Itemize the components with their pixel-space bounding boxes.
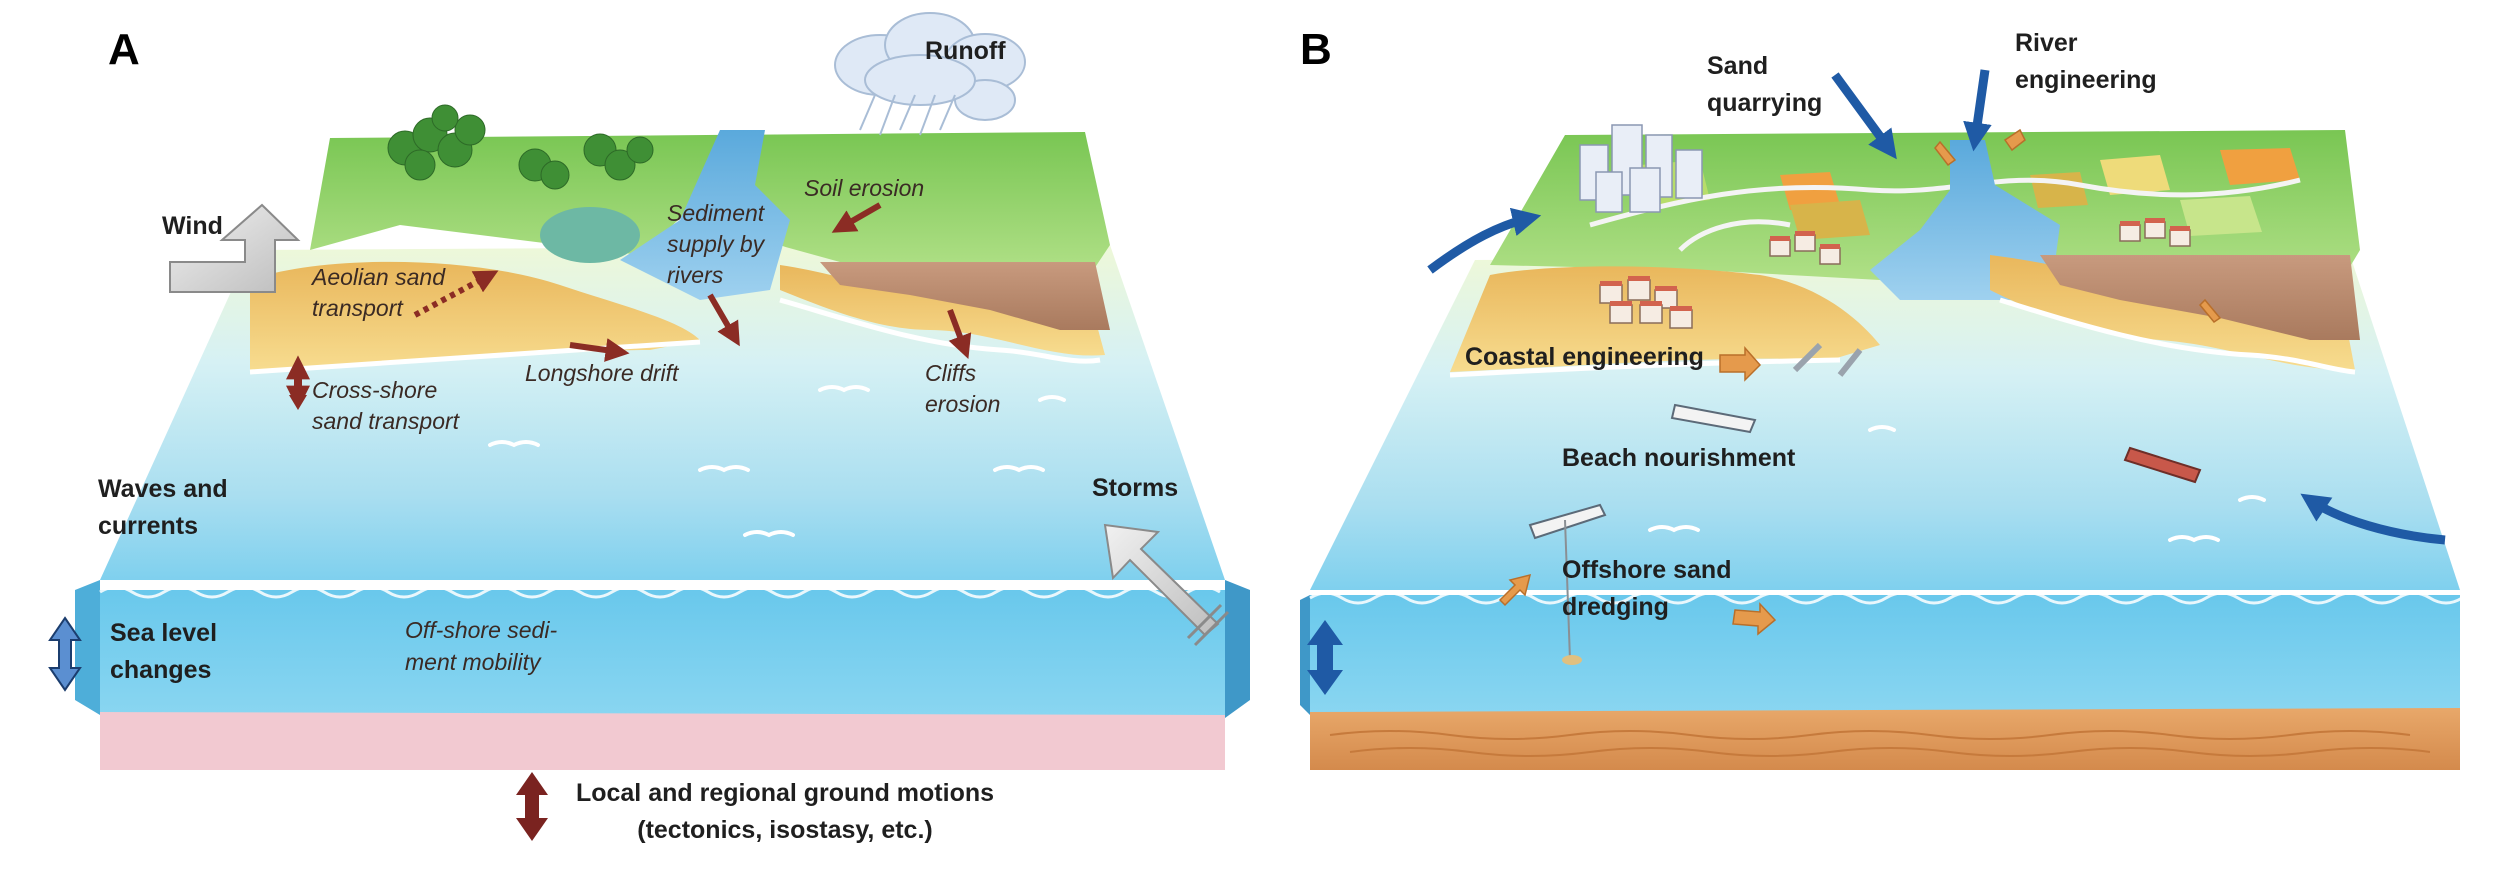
river-engineering-label-2: engineering: [2015, 66, 2157, 94]
aeolian-label-2: transport: [312, 295, 403, 321]
panel-b-letter: B: [1300, 25, 1332, 74]
dredge-pipe-icon: [1564, 519, 1571, 661]
wave-line-a: [99, 585, 1221, 599]
flow-arrows-b: [1427, 69, 2446, 545]
offshore-label-1: Off-shore sedi-: [405, 617, 558, 643]
beach-left-a: [250, 261, 700, 370]
aeolian-label-1: Aeolian sand: [312, 264, 445, 290]
wind-arrow-icon: [169, 203, 301, 293]
storm-arrow-icon: [1103, 523, 1220, 637]
ship-icon: [1528, 403, 1757, 540]
seabed-b: [1310, 708, 2460, 770]
storms-label: Storms: [1092, 474, 1179, 502]
sediment-supply-label-3: rivers: [667, 262, 724, 288]
sea-level-label-2: changes: [110, 656, 212, 684]
ground-motion-arrow-icon: [516, 772, 548, 841]
panel-a-letter: A: [108, 25, 140, 74]
wetland-a: [540, 207, 640, 263]
sea-side-left-b: [1300, 595, 1310, 715]
wind-label: Wind: [162, 212, 223, 240]
coastal-engineering-label: Coastal engineering: [1465, 343, 1704, 371]
cross-shore-label-2: sand transport: [312, 408, 460, 434]
double-arrow-icon: [1307, 620, 1343, 695]
sea-side-left-a: [75, 580, 100, 715]
runoff-label: Runoff: [925, 37, 1006, 65]
offshore-dredging-label-2: dredging: [1562, 593, 1669, 621]
beach-left-b: [1450, 266, 1880, 372]
panel-a: [48, 12, 1250, 841]
ground-motion-label-1: Local and regional ground motions: [575, 779, 995, 807]
cliff-a: [820, 262, 1110, 330]
beach-nourishment-label: Beach nourishment: [1562, 444, 1796, 472]
soil-erosion-label: Soil erosion: [804, 175, 925, 201]
sand-quarrying-label-1: Sand: [1707, 52, 1769, 80]
town-icon: [1599, 221, 2191, 329]
river-engineering-label-1: River: [2015, 29, 2078, 57]
sea-side-right-a: [1225, 580, 1250, 718]
tanker-icon: [2123, 446, 2202, 484]
ground-motion-label-2: (tectonics, isostasy, etc.): [637, 816, 933, 844]
wave-crests-b: [1648, 425, 2266, 543]
sediment-supply-label-1: Sediment: [667, 200, 765, 226]
deep-sea-a: [100, 590, 1225, 718]
surf-line-b: [1449, 297, 2356, 378]
groynes-b: [1792, 342, 1863, 377]
offshore-dredging-label-1: Offshore sand: [1562, 556, 1732, 584]
dredge-plume-icon: [1562, 655, 1582, 665]
seabed-a: [100, 712, 1225, 770]
city-icon: [1579, 124, 1703, 213]
human-arrows-b: [1498, 128, 2222, 636]
cross-shore-label-1: Cross-shore: [312, 377, 438, 403]
waves-label-1: Waves and: [98, 475, 228, 503]
wave-crests-a: [488, 385, 1066, 538]
offshore-label-2: ment mobility: [405, 649, 541, 675]
cliffs-label-1: Cliffs: [925, 360, 977, 386]
cliffs-label-2: erosion: [925, 391, 1001, 417]
panel-b: [1300, 69, 2463, 770]
land-a: [310, 132, 1110, 290]
tree-icon: [387, 104, 654, 190]
sea-level-label-1: Sea level: [110, 619, 218, 647]
river-a: [620, 130, 790, 300]
double-arrow-icon: [48, 616, 82, 692]
longshore-label: Longshore drift: [525, 360, 679, 386]
deep-sea-b: [1310, 595, 2460, 715]
sand-quarrying-label-2: quarrying: [1707, 89, 1823, 117]
roofs-b: [1600, 218, 2190, 311]
storm-stripes: [1186, 603, 1230, 647]
cross-shore-arrow-icon: [289, 360, 307, 410]
sediment-supply-label-2: supply by: [667, 231, 765, 257]
rain-icon: [859, 94, 956, 136]
waves-label-2: currents: [98, 512, 199, 540]
cliff-b: [2040, 255, 2360, 340]
seabed-texture-b: [1329, 730, 2431, 757]
cloud-icon: [834, 12, 1026, 121]
